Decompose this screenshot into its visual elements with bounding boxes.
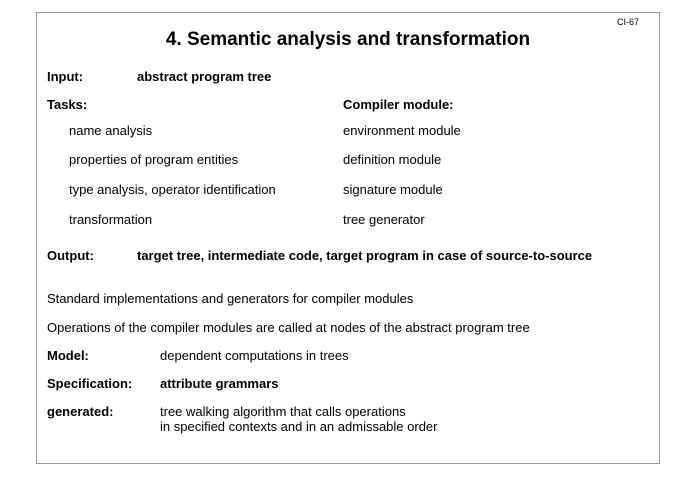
slide-id: CI-67	[616, 17, 639, 27]
note-line: Standard implementations and generators …	[47, 291, 414, 306]
module-item: environment module	[343, 123, 461, 138]
output-value: target tree, intermediate code, target p…	[137, 248, 593, 263]
input-label: Input:	[47, 69, 84, 84]
task-item: type analysis, operator identification	[69, 182, 276, 197]
slide-title: 4. Semantic analysis and transformation	[165, 29, 531, 50]
module-item: signature module	[343, 182, 443, 197]
specification-value: attribute grammars	[160, 376, 279, 391]
generated-label: generated:	[47, 404, 114, 419]
task-item: properties of program entities	[69, 152, 239, 167]
generated-line-1: tree walking algorithm that calls operat…	[160, 404, 406, 419]
task-item: name analysis	[69, 123, 153, 138]
task-item: transformation	[69, 212, 153, 227]
tasks-label: Tasks:	[47, 97, 88, 112]
compiler-module-header: Compiler module:	[343, 97, 454, 112]
module-item: definition module	[343, 152, 442, 167]
model-label: Model:	[47, 348, 89, 363]
model-value: dependent computations in trees	[160, 348, 349, 363]
input-value: abstract program tree	[137, 69, 272, 84]
slide-frame: CI-67 4. Semantic analysis and transform…	[36, 12, 660, 464]
note-line: Operations of the compiler modules are c…	[47, 320, 530, 335]
specification-label: Specification:	[47, 376, 133, 391]
module-item: tree generator	[343, 212, 425, 227]
generated-line-2: in specified contexts and in an admissab…	[160, 419, 438, 434]
output-label: Output:	[47, 248, 94, 263]
